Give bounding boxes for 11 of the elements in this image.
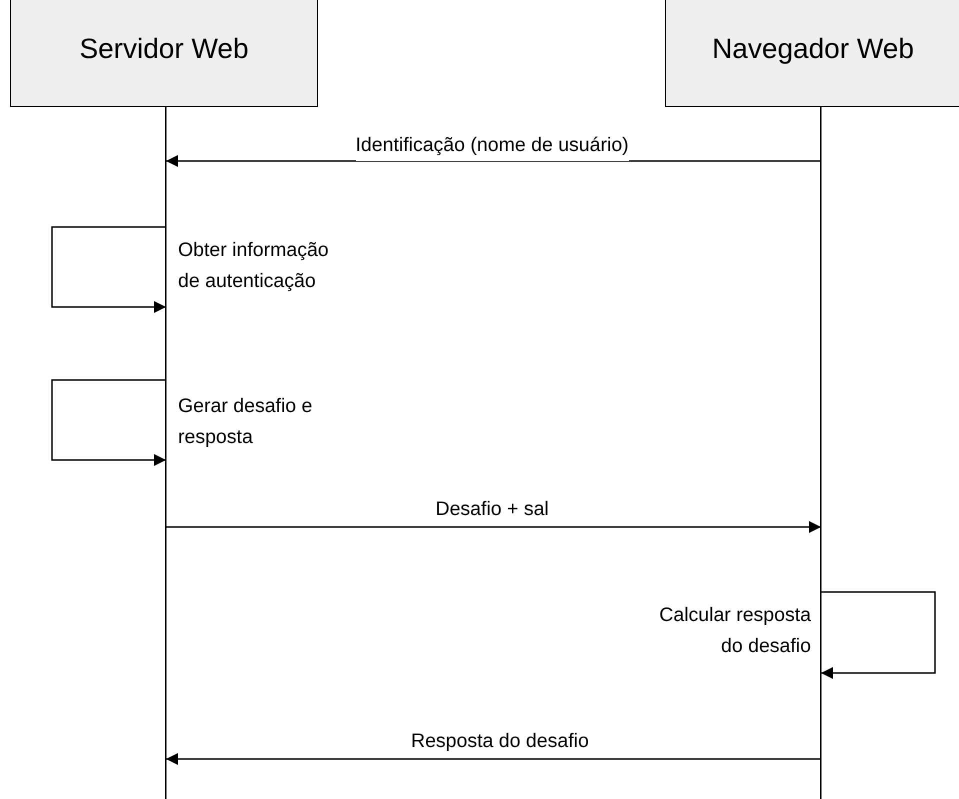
self-message-arrow [51, 226, 166, 313]
self-message-arrow [51, 379, 166, 466]
message-arrow [166, 521, 821, 533]
self-message-arrow [821, 591, 936, 679]
message-label: Calcular resposta do desafio [658, 603, 811, 659]
message-arrow [166, 155, 821, 167]
message-arrow [166, 753, 821, 765]
message-label: Obter informação de autenticação [178, 238, 330, 294]
message-label: Gerar desafio e resposta [178, 394, 314, 450]
participant-name: Navegador Web [712, 32, 914, 66]
participant-name: Servidor Web [79, 32, 249, 66]
